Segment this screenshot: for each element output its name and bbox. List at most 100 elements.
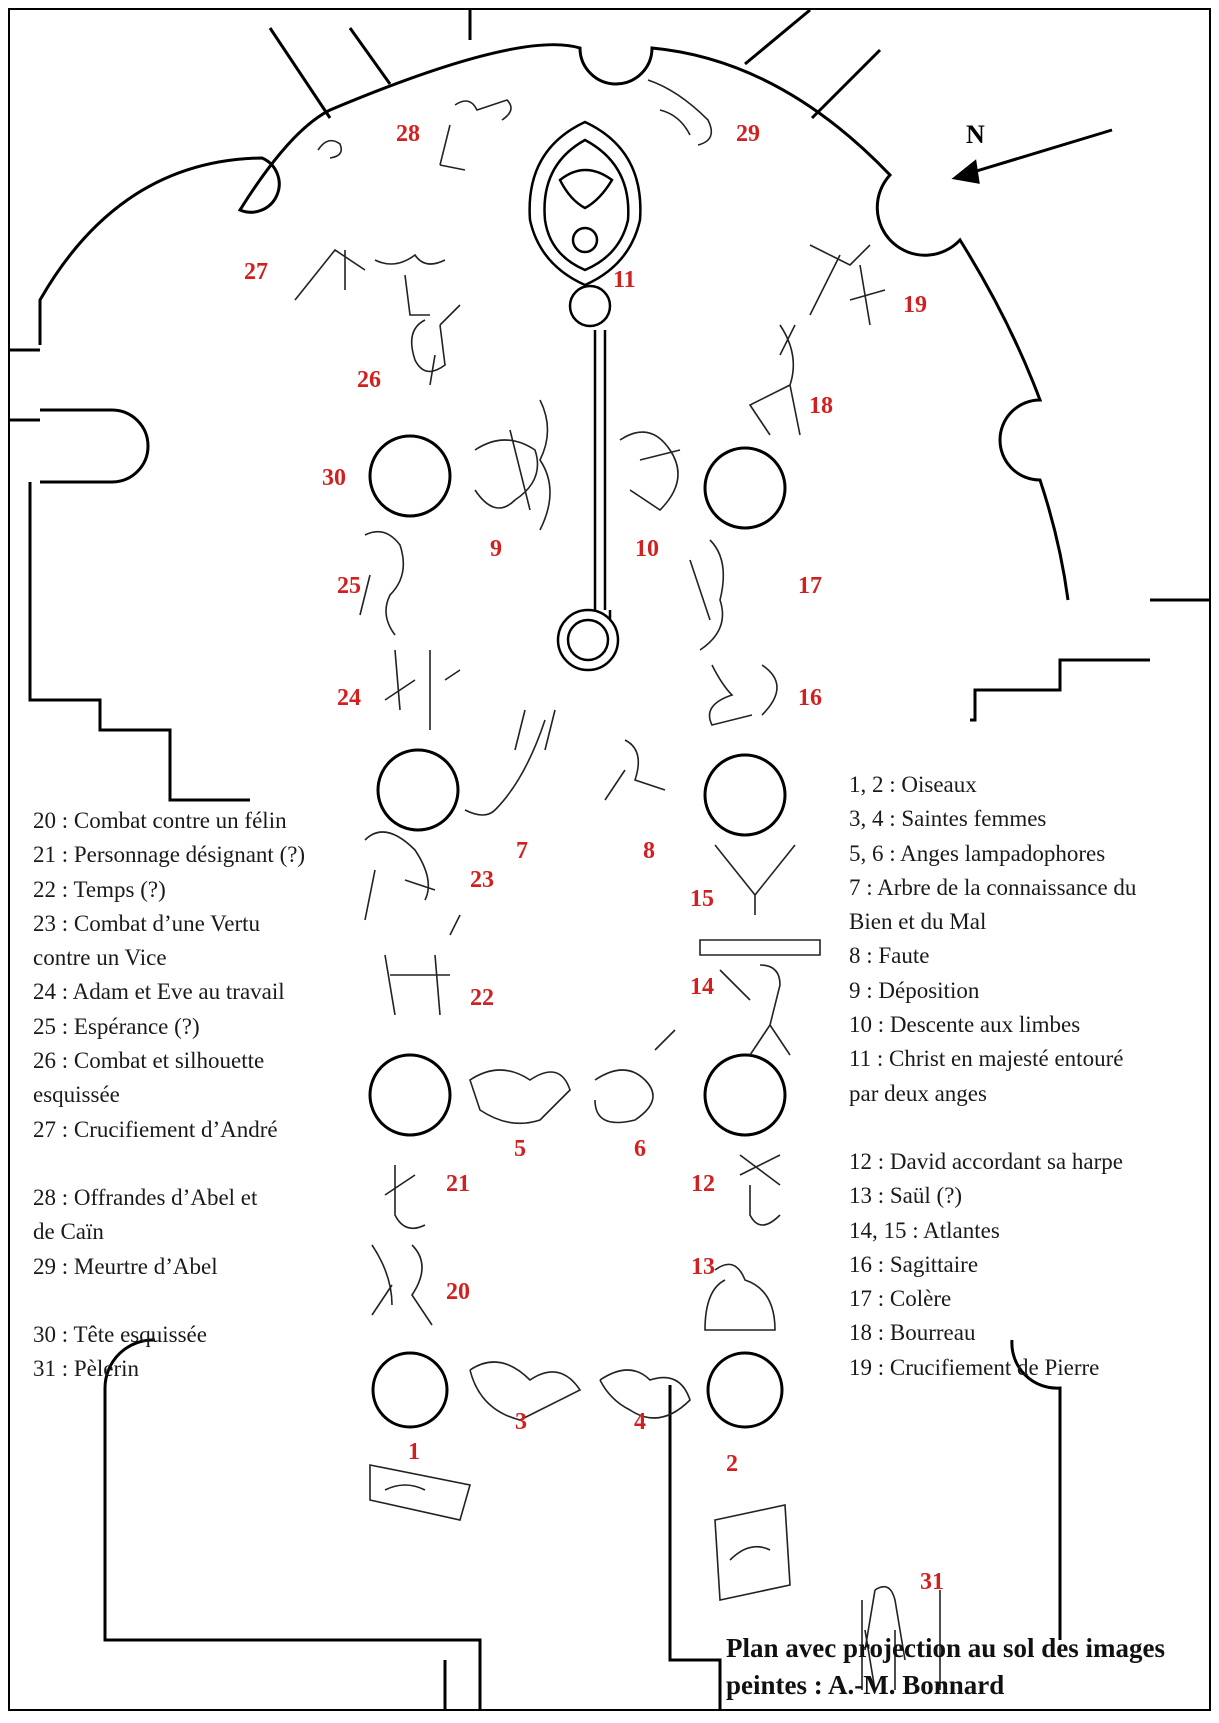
sketch-20	[371, 1244, 433, 1326]
scene-number-12: 12	[691, 1171, 715, 1197]
legend-left-line: 26 : Combat et silhouette	[33, 1048, 265, 1074]
scene-number-29: 29	[736, 121, 760, 147]
sketch-27	[294, 248, 446, 316]
sketch-9	[474, 399, 551, 531]
scene-number-23: 23	[470, 867, 494, 893]
sketch-17	[689, 539, 725, 651]
scene-number-13: 13	[691, 1254, 715, 1280]
scene-number-17: 17	[798, 573, 822, 599]
scene-number-30: 30	[322, 465, 346, 491]
legend-right-line: 13 : Saül (?)	[849, 1183, 963, 1209]
legend-right-line: 8 : Faute	[849, 943, 930, 969]
sketch-14	[719, 964, 791, 1056]
legend-right-line: 11 : Christ en majesté entouré	[849, 1046, 1124, 1072]
scene-number-18: 18	[809, 393, 833, 419]
legend-right: 1, 2 : Oiseaux 3, 4 : Saintes femmes 5, …	[849, 768, 1136, 1385]
legend-right-line: 5, 6 : Anges lampadophores	[849, 840, 1106, 866]
sketch-2	[714, 1504, 791, 1601]
legend-right-line: 18 : Bourreau	[849, 1320, 976, 1346]
scene-number-15: 15	[690, 886, 714, 912]
scene-number-6: 6	[634, 1136, 646, 1162]
sketch-7	[464, 709, 556, 816]
scene-number-21: 21	[446, 1171, 470, 1197]
sketch-1	[369, 1464, 472, 1521]
legend-right-line: 10 : Descente aux limbes	[849, 1012, 1081, 1038]
column-bases	[368, 434, 787, 1429]
legend-left-spacer	[33, 1147, 305, 1181]
sketch-10	[619, 431, 681, 512]
sketch-26	[410, 304, 461, 386]
legend-left-line: 31 : Pèlerin	[33, 1356, 140, 1382]
legend-left-line: 24 : Adam et Eve au travail	[33, 979, 285, 1005]
left-niche	[40, 408, 150, 484]
credit-line: Plan avec projection au sol des images	[726, 1633, 1165, 1663]
sketch-31	[861, 1585, 941, 1691]
legend-left-line: 29 : Meurtre d’Abel	[33, 1253, 218, 1279]
outer-border	[8, 8, 1211, 1711]
legend-left-line: esquissée	[33, 1082, 120, 1108]
legend-right-line: 19 : Crucifiement de Pierre	[849, 1354, 1100, 1380]
legend-right-line: Bien et du Mal	[849, 909, 987, 935]
legend-left-line: 28 : Offrandes d’Abel et	[33, 1184, 258, 1210]
lower-left-wall	[103, 1338, 482, 1710]
legend-right-line: 12 : David accordant sa harpe	[849, 1148, 1123, 1174]
scene-number-1: 1	[408, 1439, 420, 1465]
sketch-15	[714, 844, 796, 915]
sketch-6	[594, 1029, 676, 1124]
sketch-28	[317, 99, 512, 171]
legend-right-line: 3, 4 : Saintes femmes	[849, 806, 1047, 832]
sketch-12	[739, 1154, 781, 1226]
sketch-25	[359, 530, 405, 636]
legend-right-line: 17 : Colère	[849, 1286, 952, 1312]
scene-number-7: 7	[516, 838, 528, 864]
scene-number-22: 22	[470, 985, 494, 1011]
scene-number-9: 9	[490, 536, 502, 562]
mandorla	[528, 120, 642, 287]
right-side-wall	[970, 598, 1210, 722]
axial-spine	[556, 284, 620, 672]
legend-right-line: 7 : Arbre de la connaissance du	[849, 874, 1137, 900]
plan-credit: Plan avec projection au sol des images p…	[726, 1630, 1165, 1704]
scene-number-2: 2	[726, 1451, 738, 1477]
scene-number-27: 27	[244, 259, 268, 285]
scene-number-24: 24	[337, 685, 361, 711]
sketch-23	[364, 831, 436, 921]
buttress-walls	[268, 8, 882, 120]
sketch-19	[809, 244, 886, 326]
scene-number-26: 26	[357, 367, 381, 393]
scene-number-14: 14	[690, 974, 714, 1000]
sketch-29	[647, 79, 713, 146]
sketch-beam	[699, 939, 821, 956]
legend-left-line: 30 : Tête esquissée	[33, 1321, 207, 1347]
legend-left-spacer	[33, 1284, 305, 1318]
legend-left-line: 25 : Espérance (?)	[33, 1013, 200, 1039]
sketch-3	[469, 1361, 582, 1421]
legend-left-line: de Caïn	[33, 1219, 104, 1245]
legend-left: 20 : Combat contre un félin 21 : Personn…	[33, 804, 305, 1386]
legend-left-line: 22 : Temps (?)	[33, 876, 166, 902]
scene-number-16: 16	[798, 685, 822, 711]
north-arrow	[951, 128, 1113, 184]
legend-right-line: par deux anges	[849, 1080, 987, 1106]
apse-wall	[38, 43, 1070, 601]
sketch-13	[704, 1263, 776, 1331]
sketch-18	[748, 324, 801, 436]
left-side-wall	[10, 348, 250, 802]
legend-right-line: 14, 15 : Atlantes	[849, 1217, 1000, 1243]
scene-number-28: 28	[396, 121, 420, 147]
legend-right-line: 1, 2 : Oiseaux	[849, 772, 977, 797]
sketch-5	[469, 1069, 571, 1125]
north-label: N	[966, 120, 985, 149]
legend-left-line: 27 : Crucifiement d’André	[33, 1116, 278, 1142]
scene-number-5: 5	[514, 1136, 526, 1162]
scene-number-11: 11	[613, 267, 636, 293]
credit-line: peintes : A.-M. Bonnard	[726, 1670, 1005, 1700]
scene-number-8: 8	[643, 838, 655, 864]
legend-right-spacer	[849, 1111, 1136, 1145]
scene-number-20: 20	[446, 1279, 470, 1305]
sketch-4	[599, 1369, 691, 1419]
scene-number-19: 19	[903, 292, 927, 318]
sketch-21	[384, 1165, 426, 1230]
